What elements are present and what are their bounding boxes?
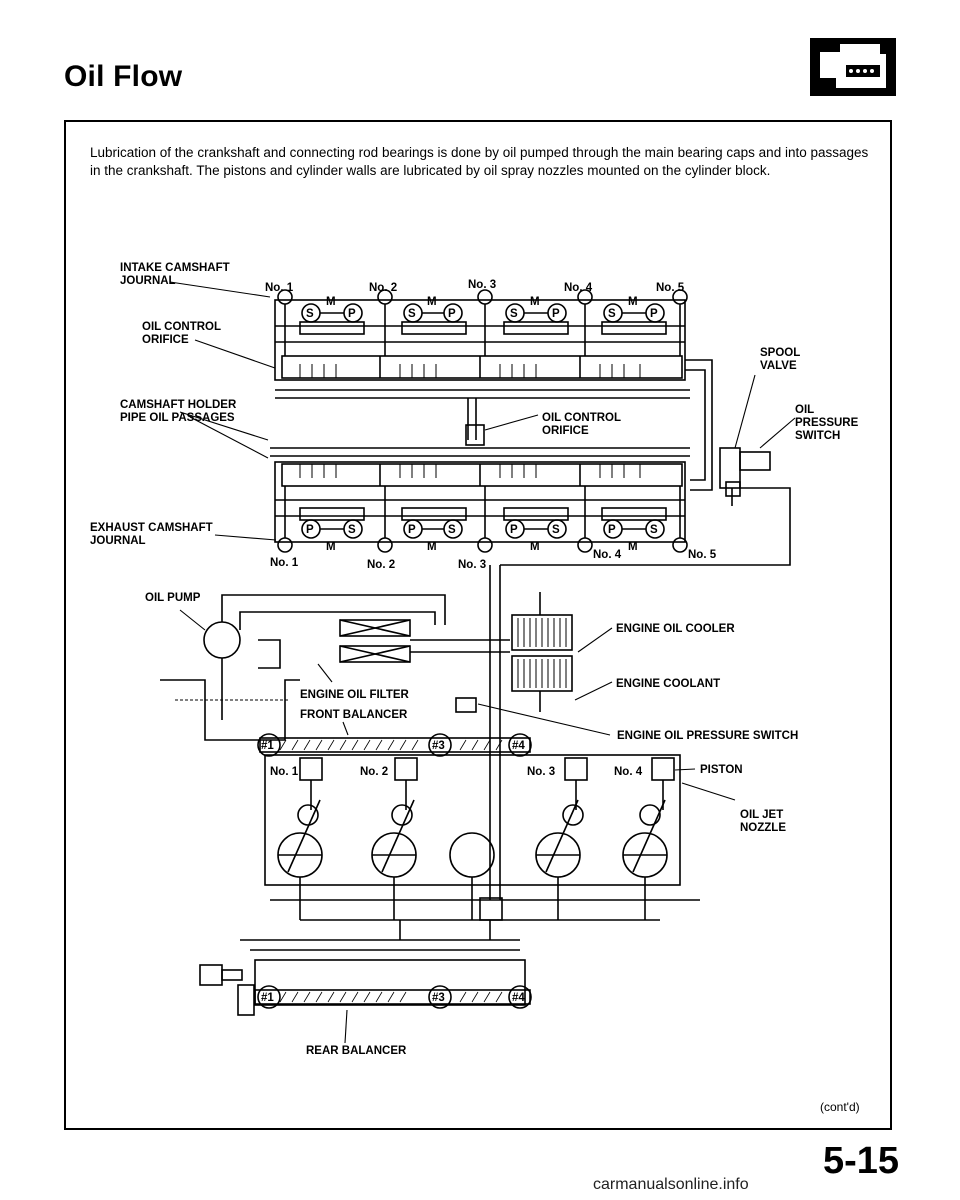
front-balancer-label: FRONT BALANCER (300, 709, 408, 721)
balancer-mark-rear-4: #4 (512, 992, 525, 1004)
intake-journal-label-1: INTAKE CAMSHAFT (120, 262, 230, 274)
intake-journal-label-2: JOURNAL (120, 275, 176, 287)
front-balancer-shaft (259, 737, 531, 753)
oil-control-orifice-label-1: OIL CONTROL (142, 321, 221, 333)
oil-filter-upper (339, 619, 411, 637)
continued-note: (cont'd) (820, 1100, 860, 1114)
journal-bottom-4: No. 4 (593, 549, 622, 561)
rocker-s: S (650, 524, 658, 536)
oil-pressure-switch-body (739, 451, 771, 471)
cylinder-3: No. 3 (527, 766, 555, 778)
oil-pressure-switch-label-1: OIL (795, 404, 814, 416)
balancer-mark-front-4: #4 (512, 740, 525, 752)
journal-numbers-top: No. 1 No. 2 No. 3 No. 4 No. 5 (265, 279, 685, 294)
intro-paragraph: Lubrication of the crankshaft and connec… (90, 145, 869, 178)
center-orifice-label-2: ORIFICE (542, 425, 589, 437)
exhaust-journal-label-1: EXHAUST CAMSHAFT (90, 522, 213, 534)
rocker-s: S (510, 308, 518, 320)
journal-top-2: No. 2 (369, 282, 397, 294)
balancer-marks-rear: #1 #3 #4 (261, 992, 525, 1004)
holder-passages-label-1: CAMSHAFT HOLDER (120, 399, 237, 411)
piston-label: PISTON (700, 764, 743, 776)
balancer-mark-rear-1: #1 (261, 992, 274, 1004)
oil-pressure-switch-label-2: PRESSURE (795, 417, 859, 429)
rocker-s: S (608, 308, 616, 320)
rocker-m: M (628, 541, 638, 553)
rocker-s: S (552, 524, 560, 536)
page-title: Oil Flow (64, 60, 183, 93)
rocker-p: P (608, 524, 616, 536)
rocker-m: M (628, 296, 638, 308)
rocker-m: M (326, 541, 336, 553)
rear-balancer-label: REAR BALANCER (306, 1045, 407, 1057)
engine-icon (810, 38, 896, 96)
rocker-p: P (408, 524, 416, 536)
oil-pressure-switch-label-3: SWITCH (795, 430, 840, 442)
engine-pressure-switch-label: ENGINE OIL PRESSURE SWITCH (617, 730, 798, 742)
spool-valve-label-2: VALVE (760, 360, 797, 372)
oil-filter-label: ENGINE OIL FILTER (300, 689, 410, 701)
oil-jet-label-1: OIL JET (740, 809, 783, 821)
journal-top-1: No. 1 (265, 282, 294, 294)
intake-camshaft-holder (274, 299, 686, 381)
balancer-marks-front: #1 #3 #4 (261, 740, 525, 752)
rocker-letters: S P M S P M S P M S P M P S M P S M P S … (306, 296, 658, 553)
journal-bottom-2: No. 2 (367, 559, 395, 571)
rocker-m: M (530, 296, 540, 308)
rocker-p: P (448, 308, 456, 320)
engine-oil-pressure-switch-body (455, 697, 477, 713)
rocker-p: P (510, 524, 518, 536)
spool-valve-label-1: SPOOL (760, 347, 800, 359)
holder-passages-label-2: PIPE OIL PASSAGES (120, 412, 235, 424)
journal-bottom-1: No. 1 (270, 557, 299, 569)
oil-pump-body (203, 621, 241, 659)
balancer-mark-rear-3: #3 (432, 992, 445, 1004)
rear-balancer-plug (199, 964, 223, 986)
rocker-s: S (348, 524, 356, 536)
cylinder-1: No. 1 (270, 766, 299, 778)
coolant-label: ENGINE COOLANT (616, 678, 720, 690)
page-number: 5-15 (823, 1140, 900, 1182)
rocker-p: P (348, 308, 356, 320)
exhaust-camshaft-holder (274, 461, 686, 543)
oil-cooler-label: ENGINE OIL COOLER (616, 623, 735, 635)
journal-bottom-3: No. 3 (458, 559, 486, 571)
rocker-p: P (306, 524, 314, 536)
journal-top-5: No. 5 (656, 282, 685, 294)
cylinder-numbers: No. 1 No. 2 No. 3 No. 4 (270, 766, 643, 778)
oil-pump-label: OIL PUMP (145, 592, 201, 604)
cylinder-2: No. 2 (360, 766, 388, 778)
rocker-m: M (326, 296, 336, 308)
balancer-mark-front-1: #1 (261, 740, 274, 752)
watermark: carmanualsonline.info (593, 1176, 749, 1193)
cylinder-4: No. 4 (614, 766, 643, 778)
journal-top-3: No. 3 (468, 279, 496, 291)
oil-filter-lower (339, 645, 411, 663)
oil-cooler-core (511, 614, 573, 651)
journal-numbers-bottom: No. 1 No. 2 No. 3 No. 4 No. 5 (270, 549, 717, 571)
rocker-p: P (650, 308, 658, 320)
journal-bottom-5: No. 5 (688, 549, 717, 561)
content-frame (64, 120, 892, 1130)
rocker-s: S (408, 308, 416, 320)
rocker-m: M (530, 541, 540, 553)
balancer-mark-front-3: #3 (432, 740, 445, 752)
oil-control-orifice-label-2: ORIFICE (142, 334, 189, 346)
rocker-p: P (552, 308, 560, 320)
rocker-s: S (306, 308, 314, 320)
rocker-m: M (427, 541, 437, 553)
journal-top-4: No. 4 (564, 282, 593, 294)
rocker-m: M (427, 296, 437, 308)
rear-balancer-shaft (254, 989, 531, 1005)
rocker-s: S (448, 524, 456, 536)
exhaust-journal-label-2: JOURNAL (90, 535, 146, 547)
oil-jet-label-2: NOZZLE (740, 822, 786, 834)
center-orifice-label-1: OIL CONTROL (542, 412, 621, 424)
